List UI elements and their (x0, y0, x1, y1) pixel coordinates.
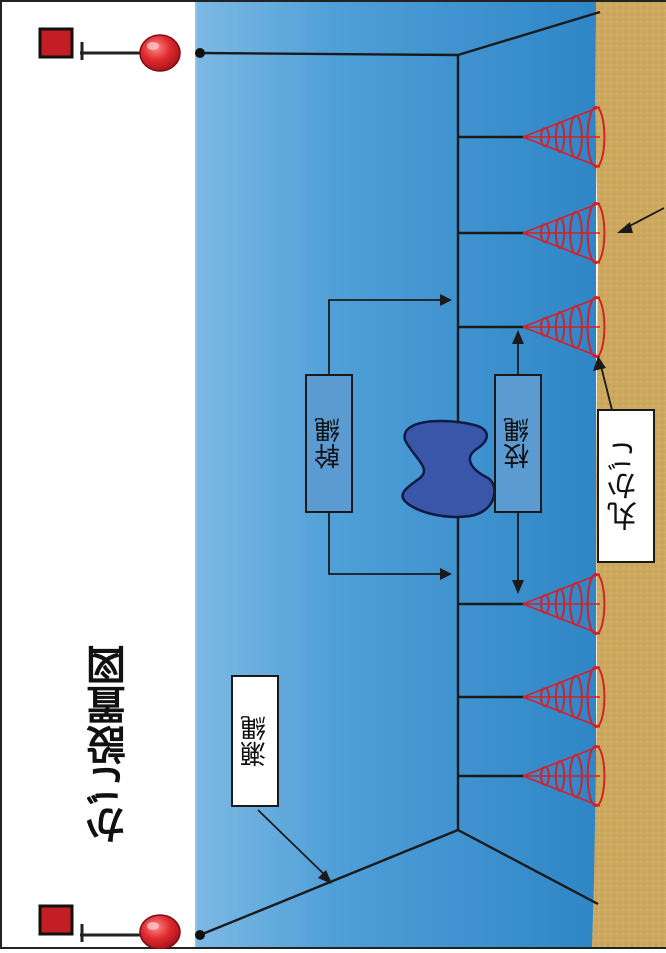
anchor-weight-icon (401, 419, 496, 519)
anchor-line-bottom (457, 828, 599, 906)
round-trap-icon (522, 573, 606, 635)
traps (522, 106, 606, 807)
knot (195, 48, 205, 58)
marukago-box (597, 409, 655, 563)
senawa-box (231, 675, 279, 807)
buoy-bottom (38, 904, 181, 950)
edanawa-label: 枝縄 (503, 417, 534, 470)
buoy-top (38, 27, 181, 72)
arrow-senawa (257, 809, 331, 881)
arrows (257, 207, 665, 881)
round-trap-icon (522, 296, 606, 358)
mikinawa-box (305, 374, 353, 513)
edanawa-box (494, 374, 542, 513)
arrow-mikinawa-bottom (328, 512, 450, 575)
senawa-label: 瀬縄 (240, 715, 271, 767)
flag (38, 904, 74, 936)
float-line-top (199, 51, 459, 57)
marukago-label: 丸かご (608, 441, 643, 531)
round-trap-icon (522, 666, 606, 728)
round-trap-icon (522, 106, 606, 168)
arrow-marukago-1 (599, 361, 613, 411)
anchor-line-top (457, 10, 601, 57)
round-trap-icon (522, 202, 606, 264)
buoy-icon (139, 914, 181, 950)
round-trap-icon (522, 745, 606, 807)
buoy-icon (139, 34, 181, 72)
knot (195, 930, 205, 940)
mikinawa-label: 幹縄 (314, 417, 345, 470)
flag (38, 27, 74, 59)
arrowheads (318, 222, 633, 884)
diagram-title: かご設置図 (87, 645, 133, 845)
arrow-mikinawa-top (328, 299, 450, 375)
